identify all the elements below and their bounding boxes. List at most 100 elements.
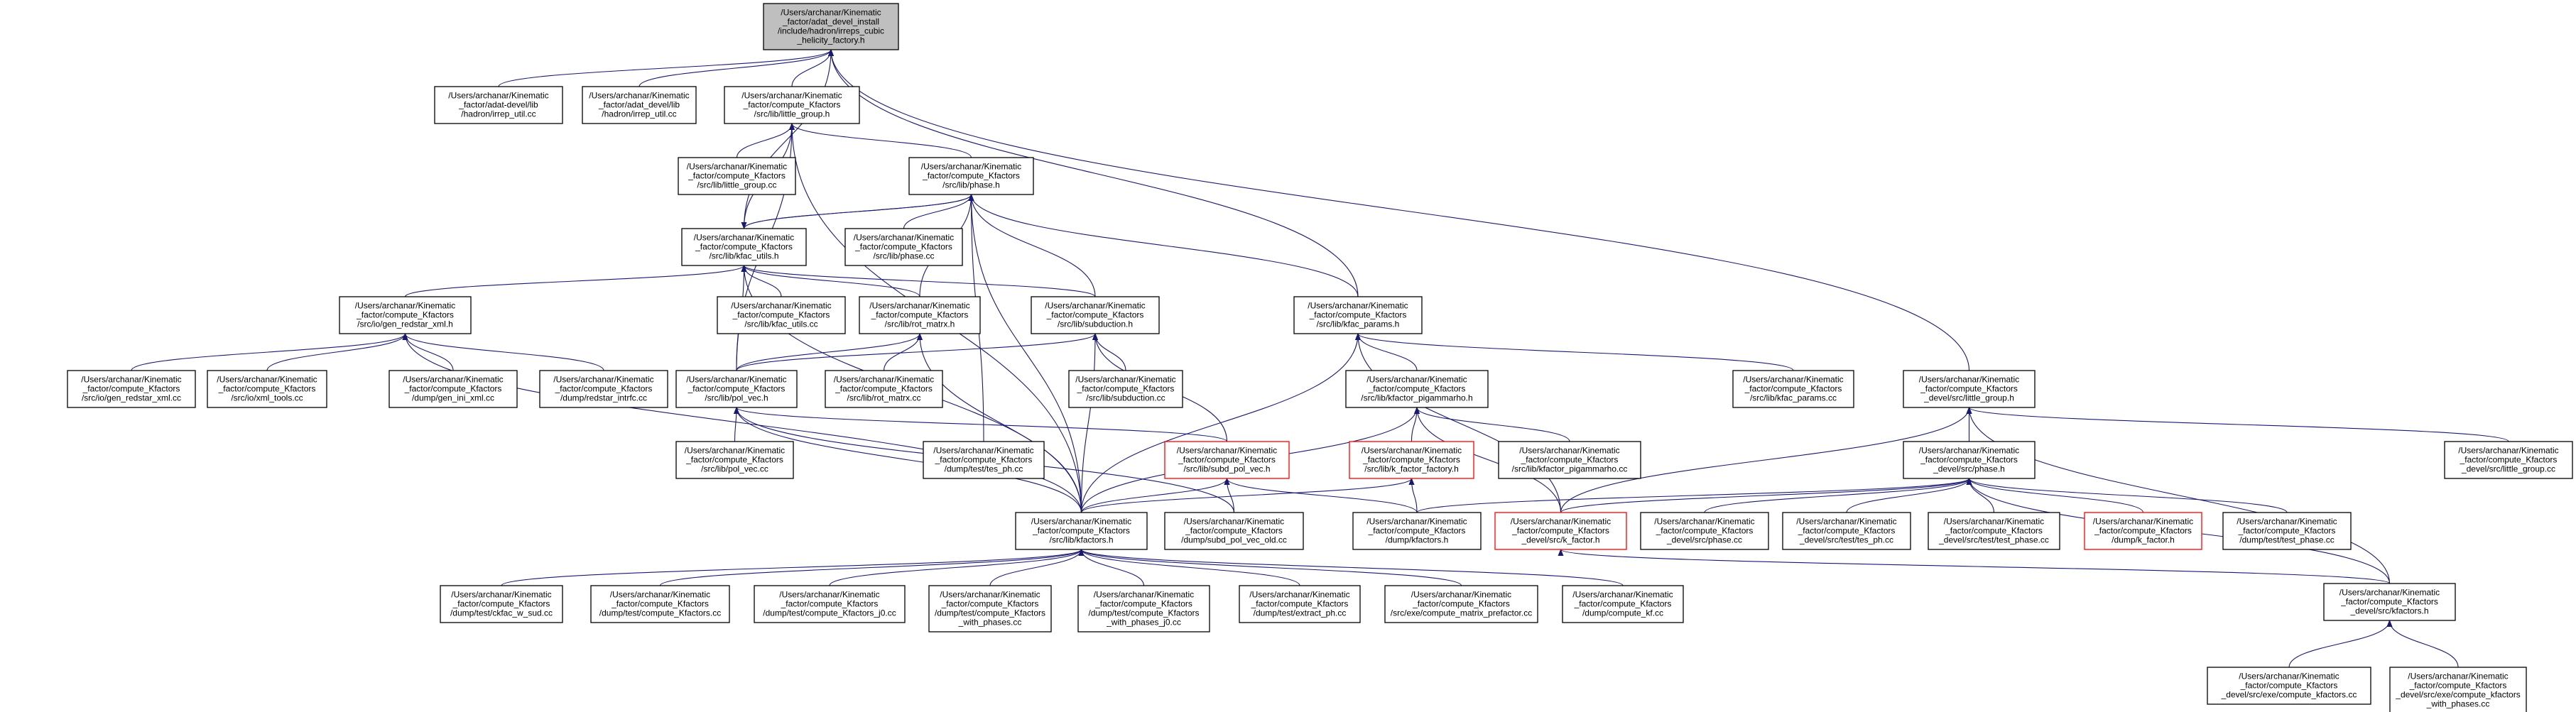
file-node-label-line: /dump/test/extract_ph.cc [1254, 608, 1347, 618]
file-node-box [908, 157, 1034, 195]
file-node-n35[interactable]: /Users/archanar/Kinematic_factor/compute… [1782, 512, 1911, 550]
file-node-label-line: _factor/compute_Kfactors [835, 384, 933, 394]
file-node-label-line: /src/lib/subduction.cc [1086, 393, 1165, 403]
include-edge-n47-to-n22 [1966, 407, 2391, 584]
file-node-n2[interactable]: /Users/archanar/Kinematic_factor/adat_de… [582, 86, 697, 124]
file-node-label-line: /dump/gen_ini_xml.cc [412, 393, 494, 403]
file-node-n48[interactable]: /Users/archanar/Kinematic_factor/compute… [2207, 667, 2371, 705]
include-edge-n33-to-n28 [1560, 478, 1972, 513]
file-node-n18[interactable]: /Users/archanar/Kinematic_factor/compute… [825, 370, 943, 408]
file-node-label-line: /Users/archanar/Kinematic [451, 590, 551, 600]
file-node-n30[interactable]: /Users/archanar/Kinematic_factor/compute… [1015, 512, 1148, 550]
file-node-label-line: _factor/compute_Kfactors [1920, 455, 2018, 465]
file-node-label-line: /Users/archanar/Kinematic [741, 91, 842, 101]
file-node-n14[interactable]: /Users/archanar/Kinematic_factor/compute… [207, 370, 327, 408]
file-node-label-line: /dump/test/compute_Kfactors.cc [599, 608, 721, 618]
include-edge-n20-to-n12 [1355, 333, 1418, 371]
file-node-n47[interactable]: /Users/archanar/Kinematic_factor/compute… [2323, 583, 2456, 621]
file-node-n5[interactable]: /Users/archanar/Kinematic_factor/compute… [908, 157, 1034, 195]
file-node-n16[interactable]: /Users/archanar/Kinematic_factor/compute… [539, 370, 668, 408]
file-node-n1[interactable]: /Users/archanar/Kinematic_factor/adat-de… [434, 86, 563, 124]
include-edge-n43-to-n30 [1078, 549, 1145, 586]
file-node-n46[interactable]: /Users/archanar/Kinematic_factor/compute… [1562, 585, 1684, 623]
file-node-n0[interactable]: /Users/archanar/Kinematic_factor/adat_de… [763, 3, 899, 50]
file-node-label-line: _factor/compute_Kfactors [743, 100, 841, 110]
file-node-box [1164, 512, 1304, 550]
include-edge-n30-to-n12 [1080, 333, 1361, 513]
include-edge-n10-to-n6 [741, 265, 920, 297]
file-node-label-line: /Users/archanar/Kinematic [1094, 590, 1194, 600]
include-edge-n2-to-n0 [638, 49, 834, 87]
file-node-n24[interactable]: /Users/archanar/Kinematic_factor/compute… [923, 441, 1045, 479]
file-node-box [2222, 512, 2352, 550]
file-node-label-line: /Users/archanar/Kinematic [355, 301, 455, 311]
file-node-n6[interactable]: /Users/archanar/Kinematic_factor/compute… [681, 228, 807, 266]
file-node-n31[interactable]: /Users/archanar/Kinematic_factor/compute… [1164, 512, 1304, 550]
file-node-box [754, 585, 906, 623]
file-node-n19[interactable]: /Users/archanar/Kinematic_factor/compute… [1068, 370, 1183, 408]
file-node-n25[interactable]: /Users/archanar/Kinematic_factor/compute… [1164, 441, 1290, 479]
file-node-n40[interactable]: /Users/archanar/Kinematic_factor/compute… [590, 585, 730, 623]
file-node-n26[interactable]: /Users/archanar/Kinematic_factor/compute… [1349, 441, 1474, 479]
file-node-n17[interactable]: /Users/archanar/Kinematic_factor/compute… [675, 370, 798, 408]
file-node-n27[interactable]: /Users/archanar/Kinematic_factor/compute… [1498, 441, 1641, 479]
file-node-n33[interactable]: /Users/archanar/Kinematic_factor/compute… [1494, 512, 1627, 550]
file-node-box [844, 228, 963, 266]
include-edge-n49-to-n47 [2386, 620, 2459, 668]
file-node-n10[interactable]: /Users/archanar/Kinematic_factor/compute… [859, 296, 981, 334]
include-edge-n30-to-n5 [968, 194, 1082, 513]
file-node-label-line: /Users/archanar/Kinematic [1366, 375, 1467, 385]
file-node-label-line: /Users/archanar/Kinematic [686, 375, 786, 385]
file-node-label-line: _factor/compute_Kfactors [688, 171, 786, 181]
file-node-label-line: /Users/archanar/Kinematic [781, 8, 881, 18]
file-node-box [539, 370, 668, 408]
file-node-n21[interactable]: /Users/archanar/Kinematic_factor/compute… [1732, 370, 1854, 408]
file-node-n11[interactable]: /Users/archanar/Kinematic_factor/compute… [1031, 296, 1160, 334]
file-node-n29[interactable]: /Users/archanar/Kinematic_factor/compute… [2444, 441, 2573, 479]
file-node-n4[interactable]: /Users/archanar/Kinematic_factor/compute… [678, 157, 796, 195]
file-node-box [1031, 296, 1160, 334]
file-node-box [1903, 441, 2036, 479]
file-node-n20[interactable]: /Users/archanar/Kinematic_factor/compute… [1345, 370, 1489, 408]
file-node-label-line: _factor/compute_Kfactors [935, 455, 1033, 465]
file-node-n49[interactable]: /Users/archanar/Kinematic_factor/compute… [2389, 667, 2527, 712]
file-node-label-line: /src/lib/subduction.h [1058, 319, 1133, 329]
include-edge-n45-to-n30 [1078, 549, 1462, 586]
file-node-box [207, 370, 327, 408]
file-node-n39[interactable]: /Users/archanar/Kinematic_factor/compute… [440, 585, 563, 623]
file-node-n12[interactable]: /Users/archanar/Kinematic_factor/compute… [1293, 296, 1423, 334]
file-node-label-line: /Users/archanar/Kinematic [1184, 517, 1284, 527]
file-node-label-line: /src/io/gen_redstar_xml.cc [82, 393, 181, 403]
file-node-n28[interactable]: /Users/archanar/Kinematic_factor/compute… [1903, 441, 2036, 479]
file-node-n15[interactable]: /Users/archanar/Kinematic_factor/compute… [388, 370, 518, 408]
file-node-n44[interactable]: /Users/archanar/Kinematic_factor/compute… [1239, 585, 1361, 623]
file-node-n41[interactable]: /Users/archanar/Kinematic_factor/compute… [754, 585, 906, 623]
file-node-label-line: /src/lib/rot_matrx.h [885, 319, 955, 329]
file-node-n3[interactable]: /Users/archanar/Kinematic_factor/compute… [724, 86, 860, 124]
file-node-box [2389, 667, 2527, 712]
file-node-label-line: /Users/archanar/Kinematic [687, 162, 787, 172]
file-node-label-line: _factor/compute_Kfactors [611, 599, 709, 609]
file-node-n22[interactable]: /Users/archanar/Kinematic_factor/compute… [1903, 370, 2036, 408]
include-edge-n17-to-n10 [736, 333, 923, 371]
file-node-n8[interactable]: /Users/archanar/Kinematic_factor/compute… [339, 296, 472, 334]
file-node-n38[interactable]: /Users/archanar/Kinematic_factor/compute… [2222, 512, 2352, 550]
file-node-box [1077, 585, 1210, 632]
file-node-n32[interactable]: /Users/archanar/Kinematic_factor/compute… [1352, 512, 1482, 550]
file-node-n34[interactable]: /Users/archanar/Kinematic_factor/compute… [1640, 512, 1769, 550]
include-edge-n7-to-n5 [903, 194, 974, 229]
file-node-n43[interactable]: /Users/archanar/Kinematic_factor/compute… [1077, 585, 1210, 632]
file-node-n9[interactable]: /Users/archanar/Kinematic_factor/compute… [717, 296, 846, 334]
file-node-box [678, 157, 796, 195]
file-node-n42[interactable]: /Users/archanar/Kinematic_factor/compute… [928, 585, 1052, 632]
file-node-n7[interactable]: /Users/archanar/Kinematic_factor/compute… [844, 228, 963, 266]
file-node-label-line: _factor/compute_Kfactors [2409, 681, 2507, 691]
file-node-n23[interactable]: /Users/archanar/Kinematic_factor/compute… [675, 441, 794, 479]
file-node-n37[interactable]: /Users/archanar/Kinematic_factor/compute… [2084, 512, 2202, 550]
file-node-label-line: /dump/test/compute_Kfactors_j0.cc [763, 608, 896, 618]
file-node-n45[interactable]: /Users/archanar/Kinematic_factor/compute… [1384, 585, 1538, 623]
file-node-label-line: /Users/archanar/Kinematic [2339, 588, 2440, 598]
file-node-n13[interactable]: /Users/archanar/Kinematic_factor/compute… [67, 370, 196, 408]
file-node-n36[interactable]: /Users/archanar/Kinematic_factor/compute… [1928, 512, 2060, 550]
file-node-label-line: _factor/compute_Kfactors [1251, 599, 1349, 609]
